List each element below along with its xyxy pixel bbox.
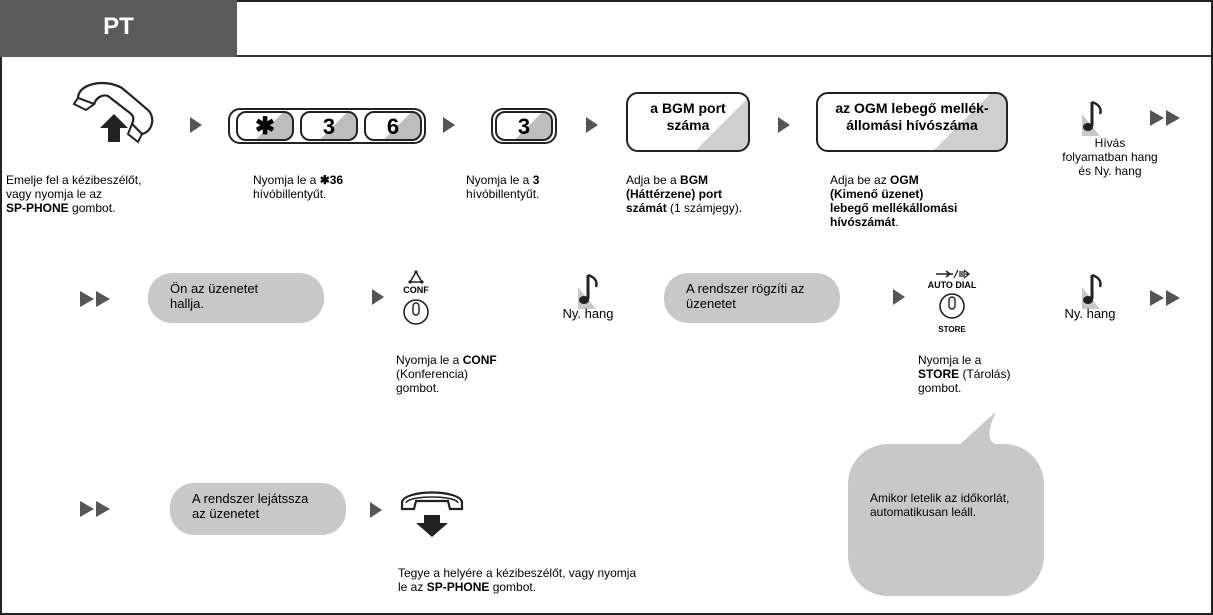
store-button: AUTO DIAL STORE — [920, 268, 984, 345]
step-arrow — [443, 117, 455, 133]
bubble1-line1: Ön az üzenetet — [170, 281, 259, 296]
step-arrow — [190, 117, 202, 133]
feature-code-keys — [228, 108, 426, 144]
step4-bold1: BGM — [680, 173, 709, 187]
step3-digit: 3 — [532, 173, 540, 187]
tone-note-icon — [578, 273, 598, 309]
store-button-icon: AUTO DIAL STORE — [928, 269, 977, 334]
continue-arrow — [80, 291, 114, 307]
step1-caption-line1: Emelje fel a kézibeszélőt, — [6, 173, 142, 187]
bgm-box-line2: száma — [666, 117, 710, 133]
store-caption-line3: gombot. — [918, 381, 962, 395]
hangup-caption-text: le az — [398, 580, 427, 594]
store-label: STORE — [938, 325, 966, 334]
store-caption-bold: STORE — [918, 367, 960, 381]
step1-caption-rest: gombot. — [68, 201, 116, 215]
ogm-extension-input-box: az OGM lebegő mellék- állomási hívószáma — [816, 92, 1008, 152]
bgm-port-input-box: a BGM port száma — [626, 92, 750, 152]
auto-dial-label: AUTO DIAL — [928, 280, 977, 290]
step5-bold3: lebegő mellékállomási — [830, 201, 958, 215]
note-line2: automatikusan leáll. — [870, 505, 977, 519]
message-bubble-record: A rendszer rögzíti az üzenetet — [664, 273, 840, 323]
timeout-note-bubble — [848, 412, 1044, 596]
step5-caption-text: Adja be az — [830, 173, 891, 187]
step3-caption-text: Nyomja le a — [466, 173, 533, 187]
step2-caption: Nyomja le a ✱36 hívóbillentyűt. — [253, 173, 413, 201]
store-caption-line1: Nyomja le a — [918, 353, 982, 367]
sp-phone-label: SP-PHONE — [6, 201, 69, 215]
pt-tab: PT — [0, 0, 237, 57]
step5-bold2: (Kimenő üzenet) — [830, 187, 924, 201]
step2-caption-line2: hívóbillentyűt. — [253, 187, 327, 201]
tone-note-icon — [1082, 100, 1102, 136]
continue-arrow — [1150, 290, 1184, 306]
step1-caption-line2: vagy nyomja le az — [6, 187, 103, 201]
conf-label: CONF — [403, 285, 429, 295]
step4-bold3: számát — [626, 201, 667, 215]
hangup-caption: Tegye a helyére a kézibeszélőt, vagy nyo… — [398, 566, 758, 594]
ogm-box-line1: az OGM lebegő mellék- — [835, 100, 989, 116]
bubble3-line2: az üzenetet — [192, 506, 260, 521]
bubble1-line2: hallja. — [170, 296, 204, 311]
conf-caption-line2: (Konferencia) — [396, 367, 469, 381]
tone-caption-line3: és Ny. hang — [1078, 164, 1142, 178]
pt-tab-label: PT — [103, 13, 134, 40]
step1-caption: Emelje fel a kézibeszélőt, vagy nyomja l… — [6, 173, 196, 215]
step3-caption-line2: hívóbillentyűt. — [466, 187, 540, 201]
step2-code: ✱36 — [319, 173, 344, 187]
step5-caption-rest: . — [895, 215, 899, 229]
tone-caption-line1: Hívás — [1094, 136, 1126, 150]
tone-caption-line2: folyamatban hang — [1062, 150, 1158, 164]
step3-caption: Nyomja le a 3 hívóbillentyűt. — [466, 173, 596, 201]
digit-key-group — [491, 108, 557, 144]
key-3-single: 3 — [495, 111, 553, 141]
step5-bold1: OGM — [890, 173, 919, 187]
step-arrow — [893, 289, 905, 305]
step4-caption: Adja be a BGM (Háttérzene) port számát (… — [626, 173, 786, 215]
key-star: ✱ — [236, 111, 294, 141]
store-caption: Nyomja le a STORE (Tárolás) gombot. — [918, 353, 1058, 395]
key-3: 3 — [300, 111, 358, 141]
step-arrow — [586, 117, 598, 133]
conf-caption: Nyomja le a CONF (Konferencia) gombot. — [396, 353, 536, 395]
conf-caption-bold: CONF — [462, 353, 497, 367]
tone-caption: Hívás folyamatban hang és Ny. hang — [1050, 136, 1170, 178]
step4-caption-rest: (1 számjegy). — [666, 201, 743, 215]
step5-caption: Adja be az OGM (Kimenő üzenet) lebegő me… — [830, 173, 1010, 229]
conf-caption-text: Nyomja le a — [396, 353, 463, 367]
continue-arrow — [80, 501, 114, 517]
key-6: 6 — [364, 111, 422, 141]
hangup-caption-line1: Tegye a helyére a kézibeszélőt, vagy nyo… — [398, 566, 637, 580]
bgm-box-line1: a BGM port — [650, 100, 726, 116]
store-caption-rest: (Tárolás) — [959, 367, 1011, 381]
step4-caption-text: Adja be a — [626, 173, 681, 187]
message-bubble-playback: A rendszer lejátssza az üzenetet — [170, 483, 346, 535]
handset-offhook-icon — [72, 81, 154, 144]
step-arrow — [372, 289, 384, 305]
tone-label-1: Ny. hang — [562, 306, 614, 321]
step-arrow — [778, 117, 790, 133]
bubble2-line2: üzenetet — [686, 296, 736, 311]
timeout-note-text: Amikor letelik az időkorlát, automatikus… — [870, 491, 1050, 519]
step4-bold2: (Háttérzene) port — [626, 187, 723, 201]
step-arrow — [370, 502, 382, 518]
bubble3-line1: A rendszer lejátssza — [192, 491, 309, 506]
conf-caption-line3: gombot. — [396, 381, 440, 395]
tone-label-2: Ny. hang — [1064, 306, 1116, 321]
conf-button-icon: CONF — [403, 270, 429, 325]
note-line1: Amikor letelik az időkorlát, — [870, 491, 1010, 505]
ogm-box-line2: állomási hívószáma — [846, 117, 978, 133]
step5-bold4: hívószámát — [830, 215, 896, 229]
header-rule — [237, 55, 1211, 57]
continue-arrow — [1150, 110, 1184, 126]
step2-caption-text: Nyomja le a — [253, 173, 320, 187]
handset-onhook-icon — [400, 491, 464, 537]
conf-button: CONF — [396, 270, 436, 333]
bubble2-line1: A rendszer rögzíti az — [686, 281, 805, 296]
hangup-sp-phone: SP-PHONE — [426, 580, 490, 594]
message-bubble-hear: Ön az üzenetet hallja. — [148, 273, 324, 323]
tone-note-icon — [1082, 273, 1102, 309]
hangup-caption-rest: gombot. — [489, 580, 537, 594]
